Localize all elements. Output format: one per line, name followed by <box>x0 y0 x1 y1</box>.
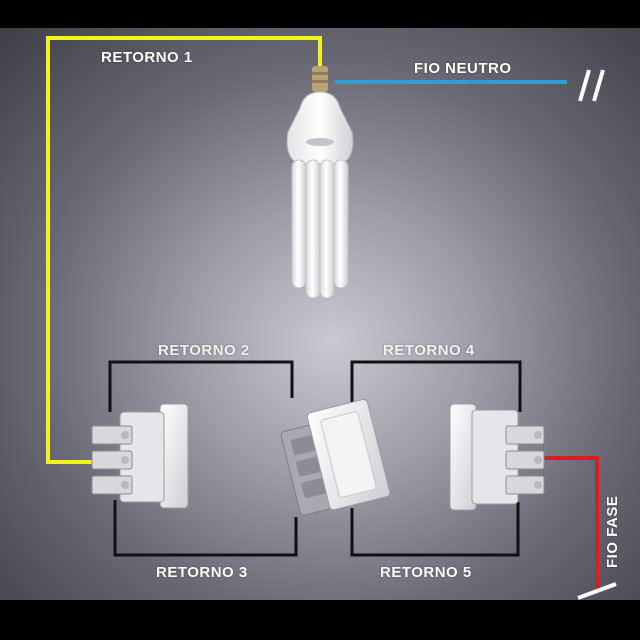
label-retorno-5: RETORNO 5 <box>380 564 472 581</box>
label-fio-neutro: FIO NEUTRO <box>414 60 512 77</box>
left-switch-icon <box>91 403 189 509</box>
wire-retorno-3 <box>113 500 298 557</box>
neutro-break-icon <box>578 69 605 102</box>
label-retorno-4: RETORNO 4 <box>383 342 475 359</box>
label-retorno-1: RETORNO 1 <box>101 49 193 66</box>
wire-retorno-1 <box>46 36 322 464</box>
right-switch-icon <box>449 403 545 511</box>
wire-retorno-5 <box>350 502 520 557</box>
center-switch-icon <box>280 398 391 516</box>
label-fio-fase: FIO FASE <box>604 495 621 568</box>
wire-fio-fase <box>540 456 599 592</box>
wire-retorno-4 <box>350 360 522 412</box>
fase-break-icon <box>577 582 617 600</box>
label-retorno-3: RETORNO 3 <box>156 564 248 581</box>
wire-retorno-2 <box>108 360 294 412</box>
label-retorno-2: RETORNO 2 <box>158 342 250 359</box>
cfl-bulb-icon <box>286 66 354 299</box>
